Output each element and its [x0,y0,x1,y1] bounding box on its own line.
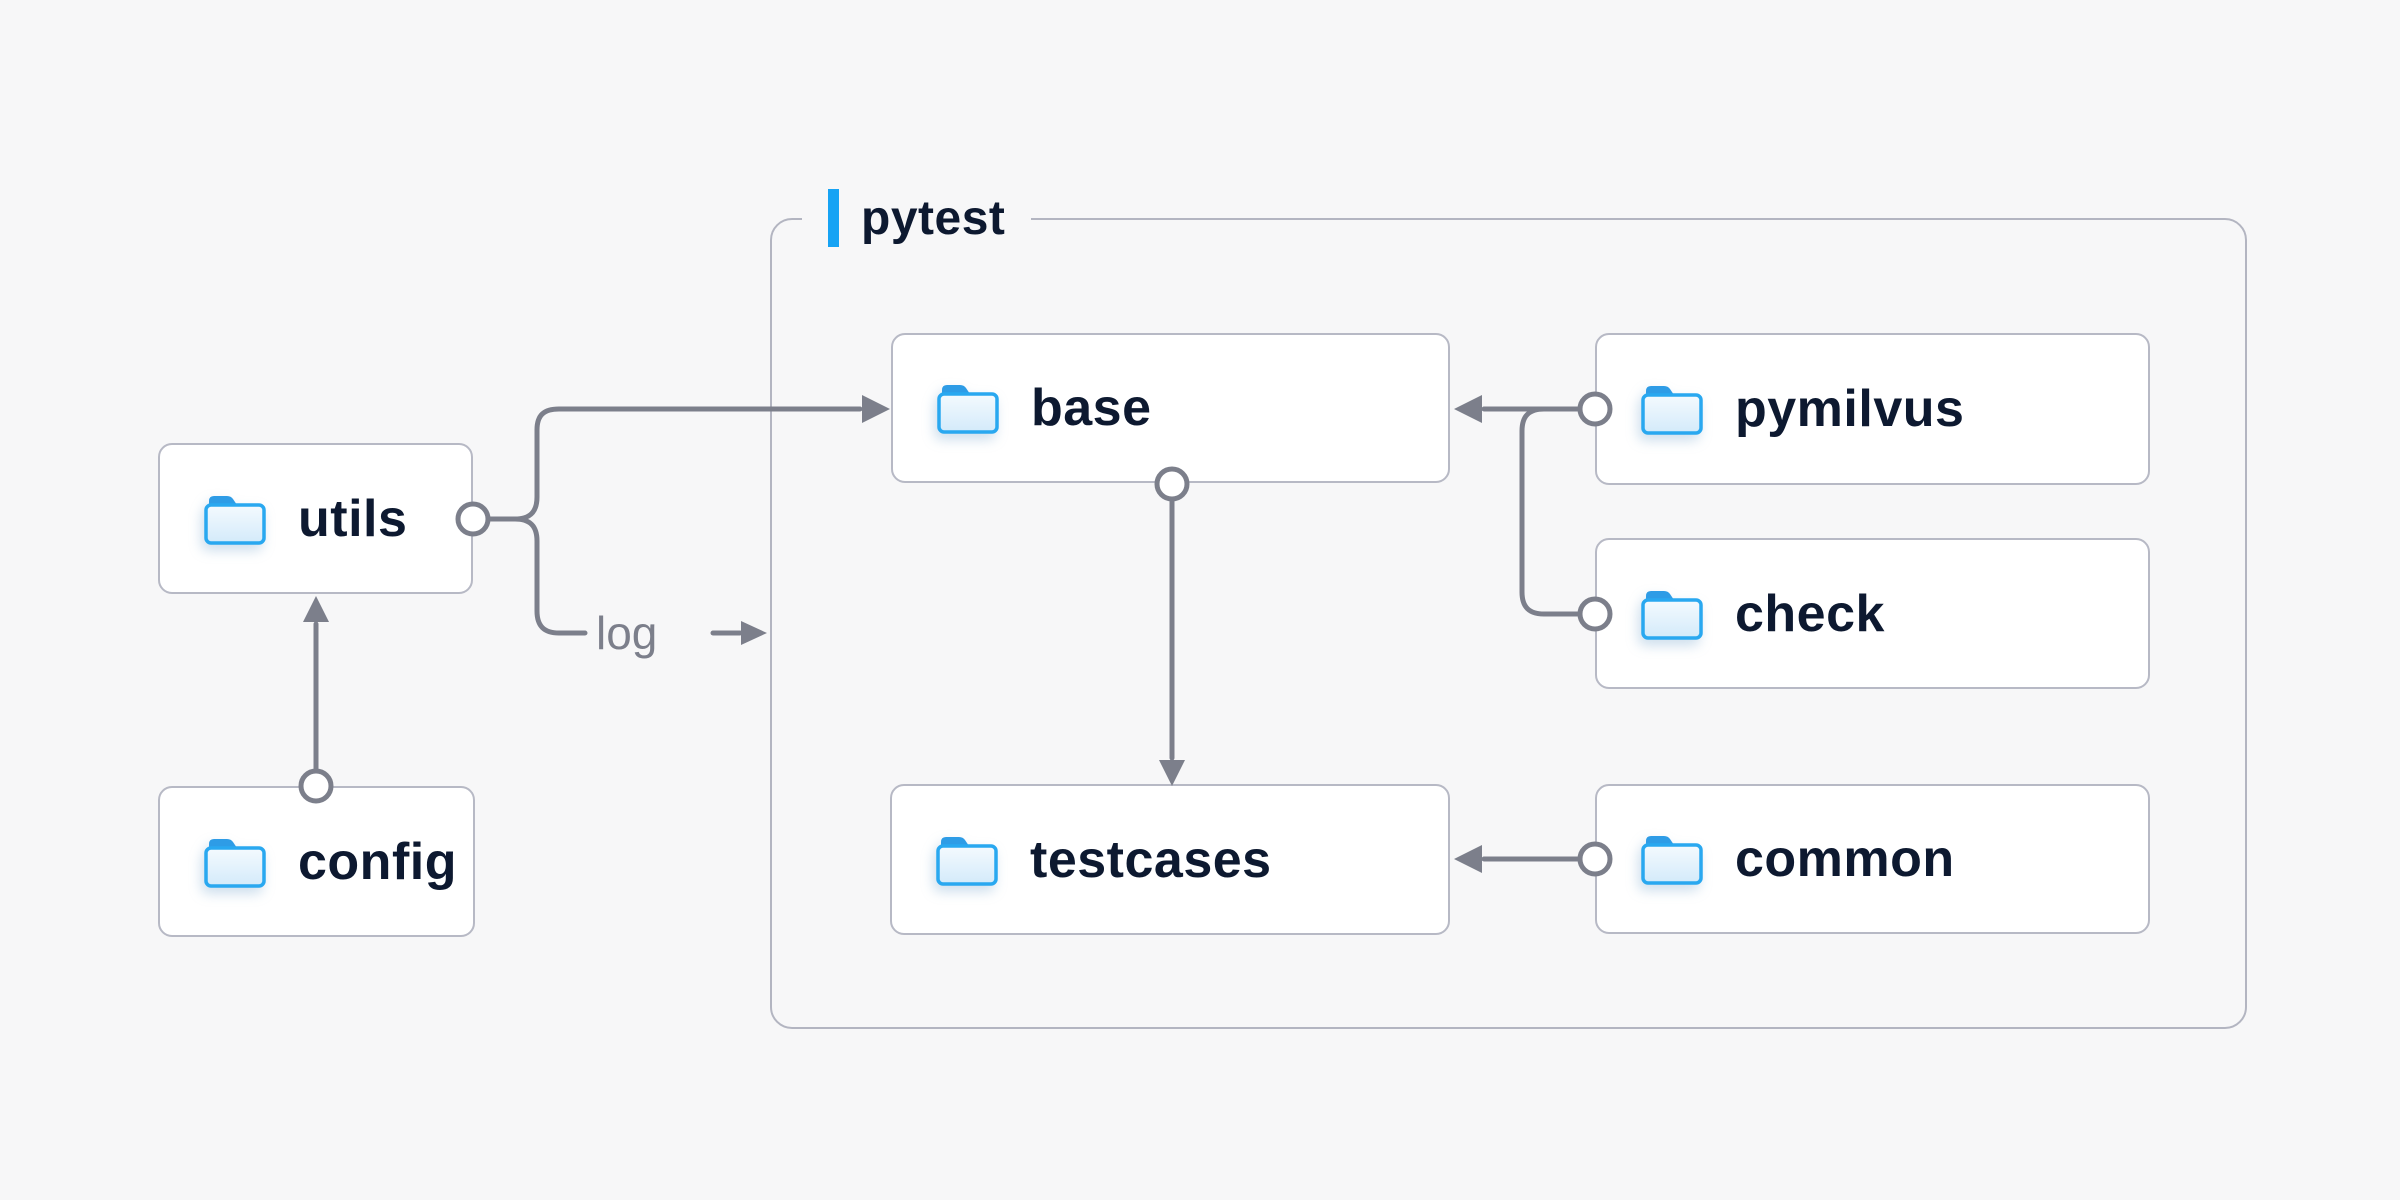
node-pymilvus[interactable]: pymilvus [1595,333,2150,485]
accent-bar-icon [828,189,839,247]
node-label: common [1735,830,1955,888]
node-label: config [298,832,457,891]
folder-icon [936,836,998,886]
node-label: check [1735,584,1885,643]
pytest-group-box [770,218,2247,1029]
folder-icon [937,385,999,434]
edge-log-arrow [710,621,767,645]
node-label: pymilvus [1735,380,1965,438]
node-label: testcases [1030,830,1272,889]
log-edge-label: log [596,607,658,659]
node-config[interactable]: config [158,786,475,937]
node-label: base [1031,379,1152,437]
folder-icon [204,838,266,888]
node-label: utils [298,489,408,548]
folder-icon [1641,386,1703,435]
node-testcases[interactable]: testcases [890,784,1450,935]
node-base[interactable]: base [891,333,1450,483]
node-check[interactable]: check [1595,538,2150,689]
edge-config-utils [303,596,329,773]
pytest-group-label: pytest [802,186,1032,250]
folder-icon [1641,836,1703,885]
folder-icon [1641,590,1703,640]
node-utils[interactable]: utils [158,443,473,594]
node-common[interactable]: common [1595,784,2150,934]
folder-icon [204,495,266,545]
pytest-group-title: pytest [861,191,1006,245]
